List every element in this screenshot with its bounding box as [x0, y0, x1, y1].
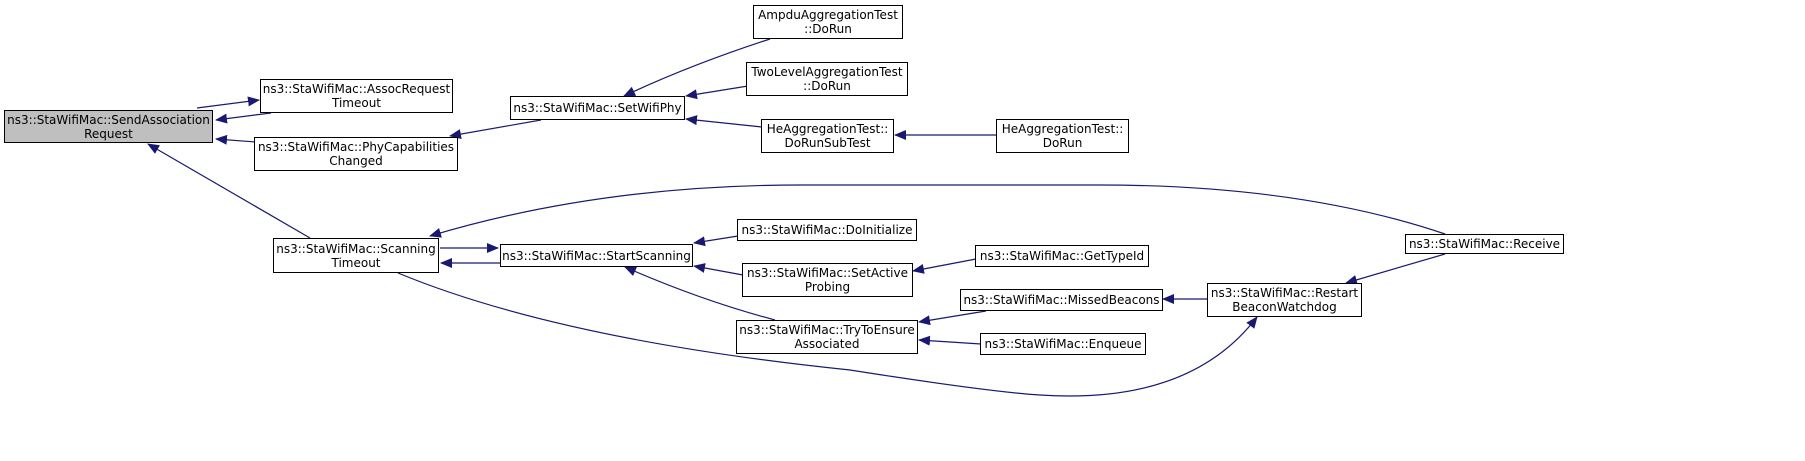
node-label-line: Timeout	[331, 96, 382, 110]
node-receive[interactable]: ns3::StaWifiMac::Receive	[1405, 234, 1564, 254]
node-label-line: ::DoRun	[803, 79, 851, 93]
node-label-line: ::DoRun	[804, 22, 852, 36]
node-missed[interactable]: ns3::StaWifiMac::MissedBeacons	[960, 289, 1163, 311]
edge-receive-to-scan_timeout	[429, 184, 1446, 238]
edge-he_subtest-to-set_wifi_phy	[685, 115, 763, 128]
node-label-line: ns3::StaWifiMac::SendAssociation	[7, 112, 210, 127]
edge-missed-to-try_ensure	[918, 310, 987, 326]
node-label-line: ns3::StaWifiMac::MissedBeacons	[963, 293, 1160, 307]
node-label-line: ns3::StaWifiMac::StartScanning	[502, 248, 691, 263]
node-label-line: Request	[84, 126, 133, 141]
node-label-line: HeAggregationTest::	[766, 122, 889, 136]
node-label-line: ns3::StaWifiMac::GetTypeId	[979, 249, 1145, 263]
edge-scan_timeout-to-restart	[397, 272, 1258, 397]
node-twolevel-test[interactable]: TwoLevelAggregationTest::DoRun	[746, 62, 908, 96]
node-label-line: ns3::StaWifiMac::PhyCapabilities	[257, 140, 455, 154]
edge-do_init-to-start_scanning	[693, 235, 739, 247]
node-label-line: HeAggregationTest::	[1001, 122, 1124, 136]
node-label-line: Associated	[794, 337, 860, 351]
edge-set_active-to-start_scanning	[693, 263, 744, 276]
node-label-line: ns3::StaWifiMac::Receive	[1408, 237, 1561, 251]
node-label-line: ns3::StaWifiMac::Enqueue	[984, 337, 1142, 351]
node-label-line: ns3::StaWifiMac::AssocRequest	[262, 82, 451, 96]
node-he-run[interactable]: HeAggregationTest::DoRun	[996, 119, 1129, 153]
node-set-wifi-phy[interactable]: ns3::StaWifiMac::SetWifiPhy	[510, 96, 685, 120]
node-label-line: ns3::StaWifiMac::SetWifiPhy	[513, 101, 682, 115]
node-label-line: ns3::StaWifiMac::DoInitialize	[741, 223, 913, 237]
node-start-scanning[interactable]: ns3::StaWifiMac::StartScanning	[500, 244, 693, 267]
node-label-line: ns3::StaWifiMac::TryToEnsure	[739, 323, 915, 337]
node-label-line: BeaconWatchdog	[1232, 300, 1337, 314]
node-label-line: Probing	[804, 280, 851, 294]
edge-set_wifi_phy-to-phy_cap	[449, 119, 542, 140]
node-label-line: DoRun	[1042, 136, 1083, 150]
node-enqueue[interactable]: ns3::StaWifiMac::Enqueue	[980, 333, 1146, 355]
node-label-line: Changed	[329, 154, 383, 168]
edge-receive-to-restart	[1345, 253, 1446, 285]
edge-twolevel_test-to-set_wifi_phy	[685, 85, 749, 100]
edge-send_assoc-to-assoc_timeout	[196, 96, 260, 109]
edge-enqueue-to-try_ensure	[918, 335, 982, 346]
node-label-line: ns3::StaWifiMac::SetActive	[747, 266, 908, 280]
node-label-line: TwoLevelAggregationTest	[751, 65, 903, 79]
edge-scan_timeout-to-send_assoc	[147, 143, 311, 239]
node-label-line: ns3::StaWifiMac::Scanning	[276, 241, 436, 256]
node-he-subtest[interactable]: HeAggregationTest::DoRunSubTest	[761, 119, 894, 153]
edge-assoc_timeout-to-send_assoc	[215, 112, 272, 124]
edge-ampdu_test-to-set_wifi_phy	[623, 38, 771, 97]
node-label-line: DoRunSubTest	[784, 136, 871, 150]
edge-try_ensure-to-start_scanning	[624, 266, 776, 321]
node-label-line: ns3::StaWifiMac::Restart	[1210, 286, 1359, 300]
edge-get_type-to-set_active	[912, 258, 977, 274]
node-label-line: AmpduAggregationTest	[758, 8, 898, 22]
node-ampdu-test[interactable]: AmpduAggregationTest::DoRun	[753, 5, 903, 39]
node-label-line: Timeout	[331, 255, 381, 270]
node-do-init[interactable]: ns3::StaWifiMac::DoInitialize	[737, 219, 917, 241]
edge-phy_cap-to-send_assoc	[215, 134, 257, 145]
node-get-type[interactable]: ns3::StaWifiMac::GetTypeId	[975, 245, 1149, 267]
